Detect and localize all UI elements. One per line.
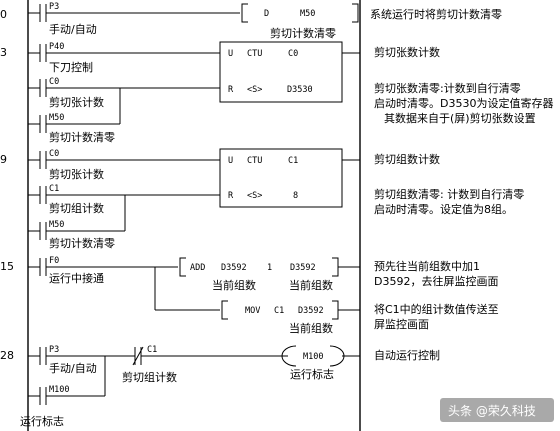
rung-comment: 自动运行控制	[374, 348, 440, 362]
contact-label: 手动/自动	[49, 361, 97, 375]
box-label: R	[228, 85, 234, 95]
contact-address: P3	[49, 345, 59, 355]
rung-comment: 启动时清零。设定值为8组。	[374, 202, 513, 216]
rung-comment: 剪切张数计数	[374, 45, 440, 59]
rung-3: P40 下刀控制 C0 剪切张计数 M50 剪切计数清零 U CTU C0 R …	[28, 41, 553, 144]
operand-label: 当前组数	[289, 321, 333, 335]
rung-0: P3 手动/自动 D M50 剪切计数清零 系统运行时将剪切计数清零	[28, 2, 502, 40]
contact-label: 剪切计数清零	[49, 130, 115, 144]
contact-address: M50	[49, 220, 64, 230]
rung-comment: D3592，去往屏监控画面	[374, 274, 498, 288]
contact-address: C0	[49, 77, 59, 87]
contact-label: 剪切计数清零	[49, 236, 115, 250]
contact-address: M50	[49, 113, 64, 123]
box-counter: C0	[288, 49, 298, 59]
rung-comment: 剪切组数清零: 计数到自行清零	[374, 187, 524, 201]
operand-label: 当前组数	[212, 278, 256, 292]
coil-address: M100	[303, 352, 323, 362]
box-setpoint: D3530	[287, 85, 313, 95]
step-number-0: 0	[0, 8, 7, 21]
contact-address: F0	[49, 256, 59, 266]
instr-op: MOV	[245, 306, 260, 316]
box-op: CTU	[247, 49, 262, 59]
contact-label: 剪切张计数	[49, 95, 104, 109]
contact-address: C0	[49, 149, 59, 159]
contact-label: 运行标志	[20, 414, 64, 428]
coil-left	[281, 345, 297, 367]
contact-label: 剪切张计数	[49, 167, 104, 181]
watermark: 头条 @荣久科技	[440, 398, 554, 422]
rung-comment: 屏监控画面	[374, 317, 429, 331]
operand-label: 当前组数	[289, 278, 333, 292]
contact-address: C1	[147, 345, 157, 355]
instr-src: D3592	[221, 263, 247, 273]
contact-label: 剪切组计数	[122, 370, 177, 384]
box-op: <S>	[247, 85, 262, 95]
contact-address: C1	[49, 184, 59, 194]
rung-comment: 剪切组数计数	[374, 152, 440, 166]
box-setpoint: 8	[293, 191, 298, 201]
step-number-3: 3	[0, 46, 7, 59]
watermark-text: 头条 @荣久科技	[448, 404, 536, 418]
contact-address: M100	[49, 385, 69, 395]
contact-address: P40	[49, 42, 64, 52]
step-number-15: 15	[0, 260, 14, 273]
rung-comment: 系统运行时将剪切计数清零	[370, 7, 502, 21]
contact-label: 剪切组计数	[49, 201, 104, 215]
rung-9: C0 剪切张计数 C1 剪切组计数 M50 剪切计数清零 U CTU C1 R …	[28, 148, 524, 250]
contact-address: P3	[49, 2, 59, 12]
coil-label: 运行标志	[290, 367, 334, 381]
rung-28: P3 手动/自动 M100 运行标志 C1 剪切组计数 M100 运行标志 自动…	[20, 345, 440, 428]
instr-op: D	[264, 9, 269, 19]
rung-comment: 预先往当前组数中加1	[374, 259, 480, 273]
rung-15: F0 运行中接通 ADD D3592 1 D3592 当前组数 当前组数 MOV…	[28, 256, 499, 335]
contact-label: 下刀控制	[49, 60, 93, 74]
box-label: U	[228, 156, 233, 166]
instr-op: ADD	[190, 263, 205, 273]
counter-box	[219, 41, 343, 103]
instr-dst: D3592	[290, 263, 316, 273]
step-number-28: 28	[0, 349, 14, 362]
counter-box	[219, 148, 343, 208]
rung-comment: 将C1中的组计数值传送至	[374, 302, 499, 316]
rung-comment: 启动时清零。D3530为设定值寄存器	[374, 96, 553, 110]
instr-src: C1	[274, 306, 284, 316]
instr-dst: D3592	[298, 306, 324, 316]
instr-value: 1	[267, 263, 272, 273]
contact-label: 手动/自动	[49, 22, 97, 36]
rung-comment: 其数据来自于(屏)剪切张数设置	[384, 111, 536, 125]
box-op: CTU	[247, 156, 262, 166]
box-counter: C1	[288, 156, 298, 166]
box-label: R	[228, 191, 234, 201]
rung-comment: 剪切张数清零:计数到自行清零	[374, 81, 521, 95]
step-number-9: 9	[0, 153, 7, 166]
instr-operand: M50	[300, 9, 315, 19]
box-op: <S>	[247, 191, 262, 201]
contact-label: 运行中接通	[49, 272, 104, 285]
box-label: U	[228, 49, 233, 59]
instr-label: 剪切计数清零	[270, 26, 336, 40]
coil-right	[329, 345, 345, 367]
